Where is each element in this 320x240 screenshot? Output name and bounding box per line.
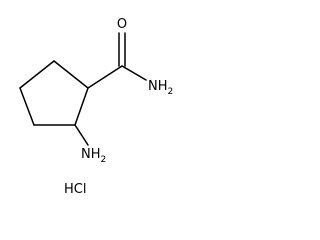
amide-nh2-label: NH2	[148, 79, 173, 97]
oxygen-label: O	[117, 17, 127, 32]
amide-nh-subscript: 2	[168, 87, 174, 97]
ring-bond-5	[74, 87, 89, 126]
ring-bond-3	[19, 87, 35, 126]
amino-group: NH2	[74, 124, 106, 165]
chemical-structure: O NH2 NH2 HCl	[19, 17, 173, 197]
carbonyl-to-nitrogen-bond	[121, 65, 147, 81]
amine-nh-text: NH	[81, 147, 101, 162]
cyclopentane-ring	[19, 60, 89, 126]
hcl-salt-label: HCl	[64, 182, 86, 197]
ring-bond-1	[53, 60, 89, 89]
ring-bond-2	[19, 60, 55, 89]
amine-nh2-label: NH2	[81, 147, 106, 165]
amine-nh-subscript: 2	[101, 155, 107, 165]
amide-nh-text: NH	[148, 79, 168, 94]
ring-to-carbonyl-bond	[87, 65, 123, 89]
ring-to-amine-bond	[74, 124, 89, 146]
carboxamide-group: O NH2	[87, 17, 173, 97]
